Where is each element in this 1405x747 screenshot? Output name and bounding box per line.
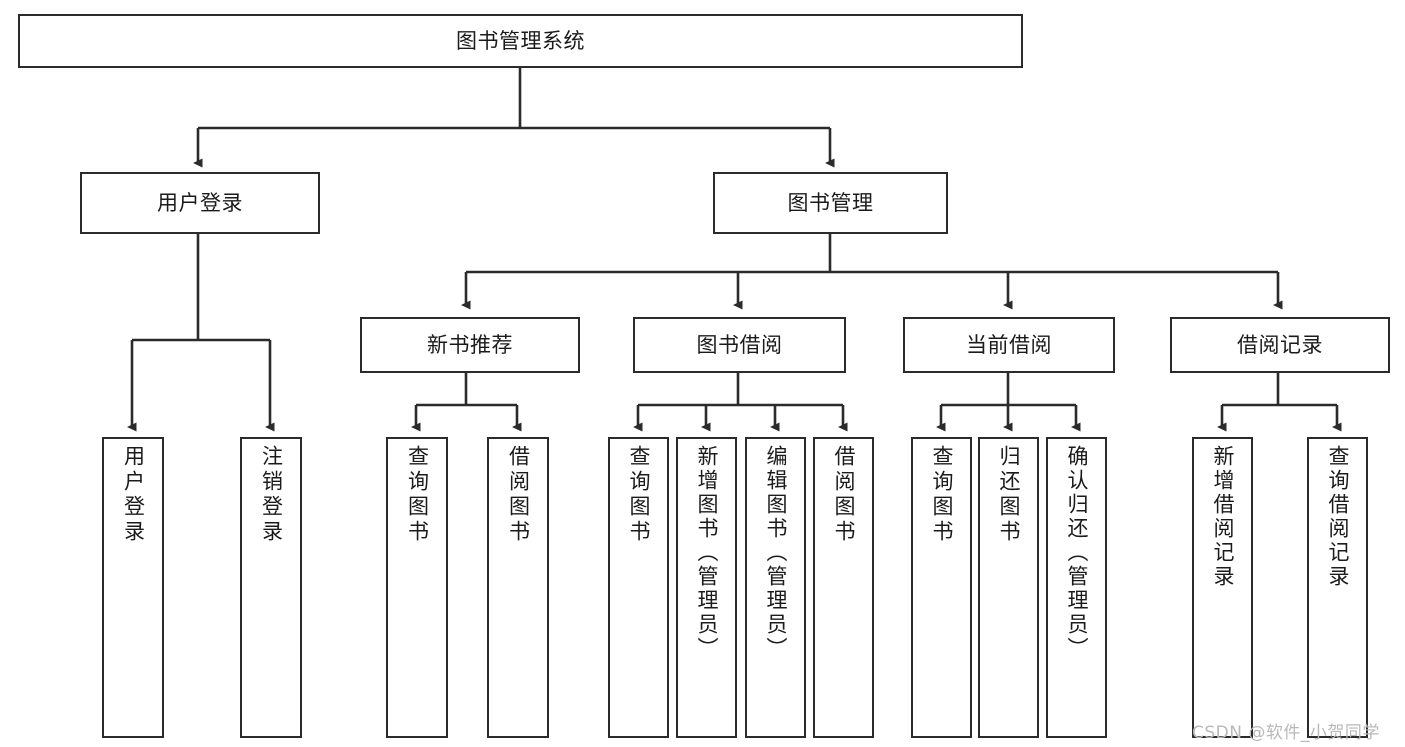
node-leaf-borrow-book-1-label: 借阅图书: [506, 445, 531, 545]
csdn-watermark: CSDN @软件_小贺同学: [1192, 723, 1380, 743]
node-leaf-add-book[interactable]: 新增图书（管理员）: [676, 437, 737, 738]
node-borrow-record[interactable]: 借阅记录: [1170, 317, 1390, 373]
node-book-borrow-label: 图书借阅: [696, 332, 783, 357]
node-leaf-return-book[interactable]: 归还图书: [978, 437, 1039, 738]
node-new-book-recommend-label: 新书推荐: [427, 332, 513, 357]
node-user-login[interactable]: 用户登录: [80, 172, 320, 234]
node-leaf-query-book-3[interactable]: 查询图书: [911, 437, 972, 738]
node-leaf-borrow-book-2[interactable]: 借阅图书: [813, 437, 874, 738]
node-current-borrow-label: 当前借阅: [966, 332, 1052, 357]
node-leaf-borrow-book-2-label: 借阅图书: [832, 445, 856, 545]
node-borrow-record-label: 借阅记录: [1237, 332, 1323, 357]
node-leaf-query-book-2-label: 查询图书: [627, 445, 651, 545]
node-root[interactable]: 图书管理系统: [18, 14, 1023, 68]
node-current-borrow[interactable]: 当前借阅: [903, 317, 1115, 373]
node-leaf-return-book-label: 归还图书: [997, 445, 1021, 545]
node-leaf-query-book-3-label: 查询图书: [930, 445, 954, 545]
node-leaf-confirm-return[interactable]: 确认归还（管理员）: [1046, 437, 1107, 738]
node-leaf-user-login-label: 用户登录: [121, 445, 146, 545]
node-new-book-recommend[interactable]: 新书推荐: [360, 317, 580, 373]
node-leaf-edit-book[interactable]: 编辑图书（管理员）: [745, 437, 806, 738]
node-root-label: 图书管理系统: [456, 28, 585, 53]
node-leaf-logout-login[interactable]: 注销登录: [240, 437, 302, 738]
node-leaf-query-record[interactable]: 查询借阅记录: [1307, 437, 1368, 738]
node-leaf-edit-book-label: 编辑图书（管理员）: [764, 445, 788, 661]
node-leaf-query-book-1[interactable]: 查询图书: [386, 437, 448, 738]
node-leaf-confirm-return-label: 确认归还（管理员）: [1065, 445, 1089, 661]
node-leaf-user-login[interactable]: 用户登录: [102, 437, 164, 738]
node-leaf-query-book-2[interactable]: 查询图书: [608, 437, 669, 738]
node-book-management-label: 图书管理: [787, 190, 874, 215]
node-leaf-query-book-1-label: 查询图书: [405, 445, 430, 545]
node-leaf-add-record[interactable]: 新增借阅记录: [1192, 437, 1253, 738]
node-user-login-label: 用户登录: [157, 190, 243, 215]
node-leaf-add-record-label: 新增借阅记录: [1211, 445, 1235, 589]
node-leaf-add-book-label: 新增图书（管理员）: [695, 445, 719, 661]
node-leaf-query-record-label: 查询借阅记录: [1326, 445, 1350, 589]
node-book-borrow[interactable]: 图书借阅: [633, 317, 846, 373]
node-leaf-borrow-book-1[interactable]: 借阅图书: [487, 437, 549, 738]
node-book-management[interactable]: 图书管理: [713, 172, 948, 234]
node-leaf-logout-login-label: 注销登录: [259, 445, 284, 545]
